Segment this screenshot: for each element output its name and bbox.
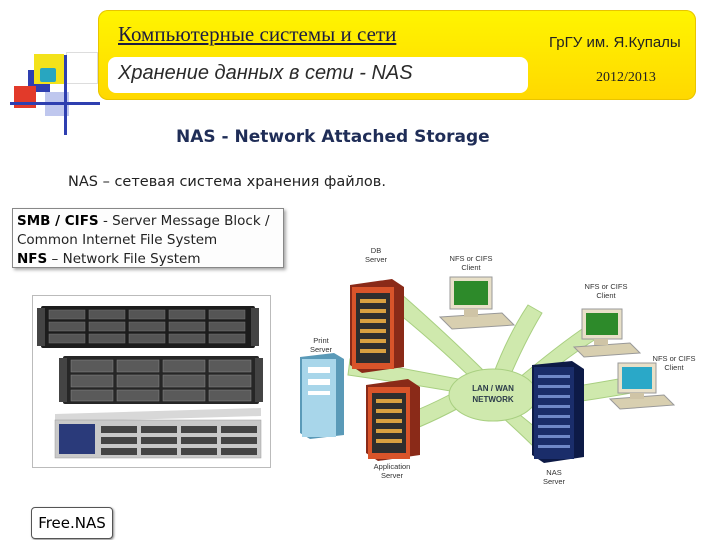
- client-label-line2: Client: [596, 291, 616, 300]
- header-subtitle-panel: [108, 57, 528, 93]
- protocol-desc: Network File System: [62, 251, 201, 267]
- client-label-line2: Client: [461, 263, 481, 272]
- organization-name: ГрГУ им. Я.Купалы: [549, 34, 681, 51]
- client-computer-icon: [608, 362, 676, 410]
- network-label-line1: LAN / WAN: [472, 384, 514, 393]
- protocol-abbr: SMB / CIFS: [17, 213, 99, 229]
- client-label-line1: NFS or CIFS: [653, 354, 696, 363]
- db-server-icon: [350, 279, 404, 373]
- nas-server-icon: [532, 361, 584, 463]
- db-server-label-line1: DB: [371, 246, 381, 255]
- nas-server-label-line2: Server: [543, 477, 566, 486]
- application-server-icon: [366, 379, 420, 461]
- protocol-abbr: NFS: [17, 251, 48, 267]
- protocol-list: SMB / CIFS - Server Message Block / Comm…: [12, 208, 284, 268]
- client-computer-icon: [572, 308, 642, 358]
- protocol-desc: Server Message Block / Common Internet F…: [17, 213, 270, 248]
- print-server-label-line1: Print: [313, 336, 329, 345]
- nas-network-diagram: LAN / WAN NETWORK DB Server NFS or CIFS …: [288, 235, 718, 535]
- client-label-line2: Client: [664, 363, 684, 372]
- application-server-label-line2: Server: [381, 471, 404, 480]
- page-subtitle: Хранение данных в сети - NAS: [118, 62, 413, 84]
- protocol-separator: -: [98, 213, 113, 229]
- client-label-line1: NFS or CIFS: [450, 254, 493, 263]
- print-server-label-line2: Server: [310, 345, 333, 354]
- academic-year: 2012/2013: [596, 70, 656, 85]
- nas-hardware-photo: [32, 295, 271, 468]
- nas-server-label-line1: NAS: [546, 468, 561, 477]
- protocol-item-smb: SMB / CIFS - Server Message Block / Comm…: [17, 212, 279, 250]
- section-heading: NAS - Network Attached Storage: [176, 127, 490, 147]
- network-label-line2: NETWORK: [472, 395, 514, 404]
- client-label-line1: NFS or CIFS: [585, 282, 628, 291]
- nas-unit-top: [37, 306, 259, 348]
- application-server-label-line1: Application: [374, 462, 411, 471]
- nas-unit-middle: [59, 356, 263, 404]
- nas-unit-bottom: [54, 408, 262, 459]
- protocol-separator: –: [47, 251, 63, 267]
- db-server-label-line2: Server: [365, 255, 388, 264]
- protocol-item-nfs: NFS – Network File System: [17, 250, 279, 269]
- print-server-icon: [300, 353, 344, 439]
- page-title: Компьютерные системы и сети: [118, 22, 397, 46]
- client-computer-icon: [438, 276, 516, 330]
- freenas-link[interactable]: Free.NAS: [31, 507, 113, 539]
- section-description: NAS – сетевая система хранения файлов.: [68, 174, 386, 190]
